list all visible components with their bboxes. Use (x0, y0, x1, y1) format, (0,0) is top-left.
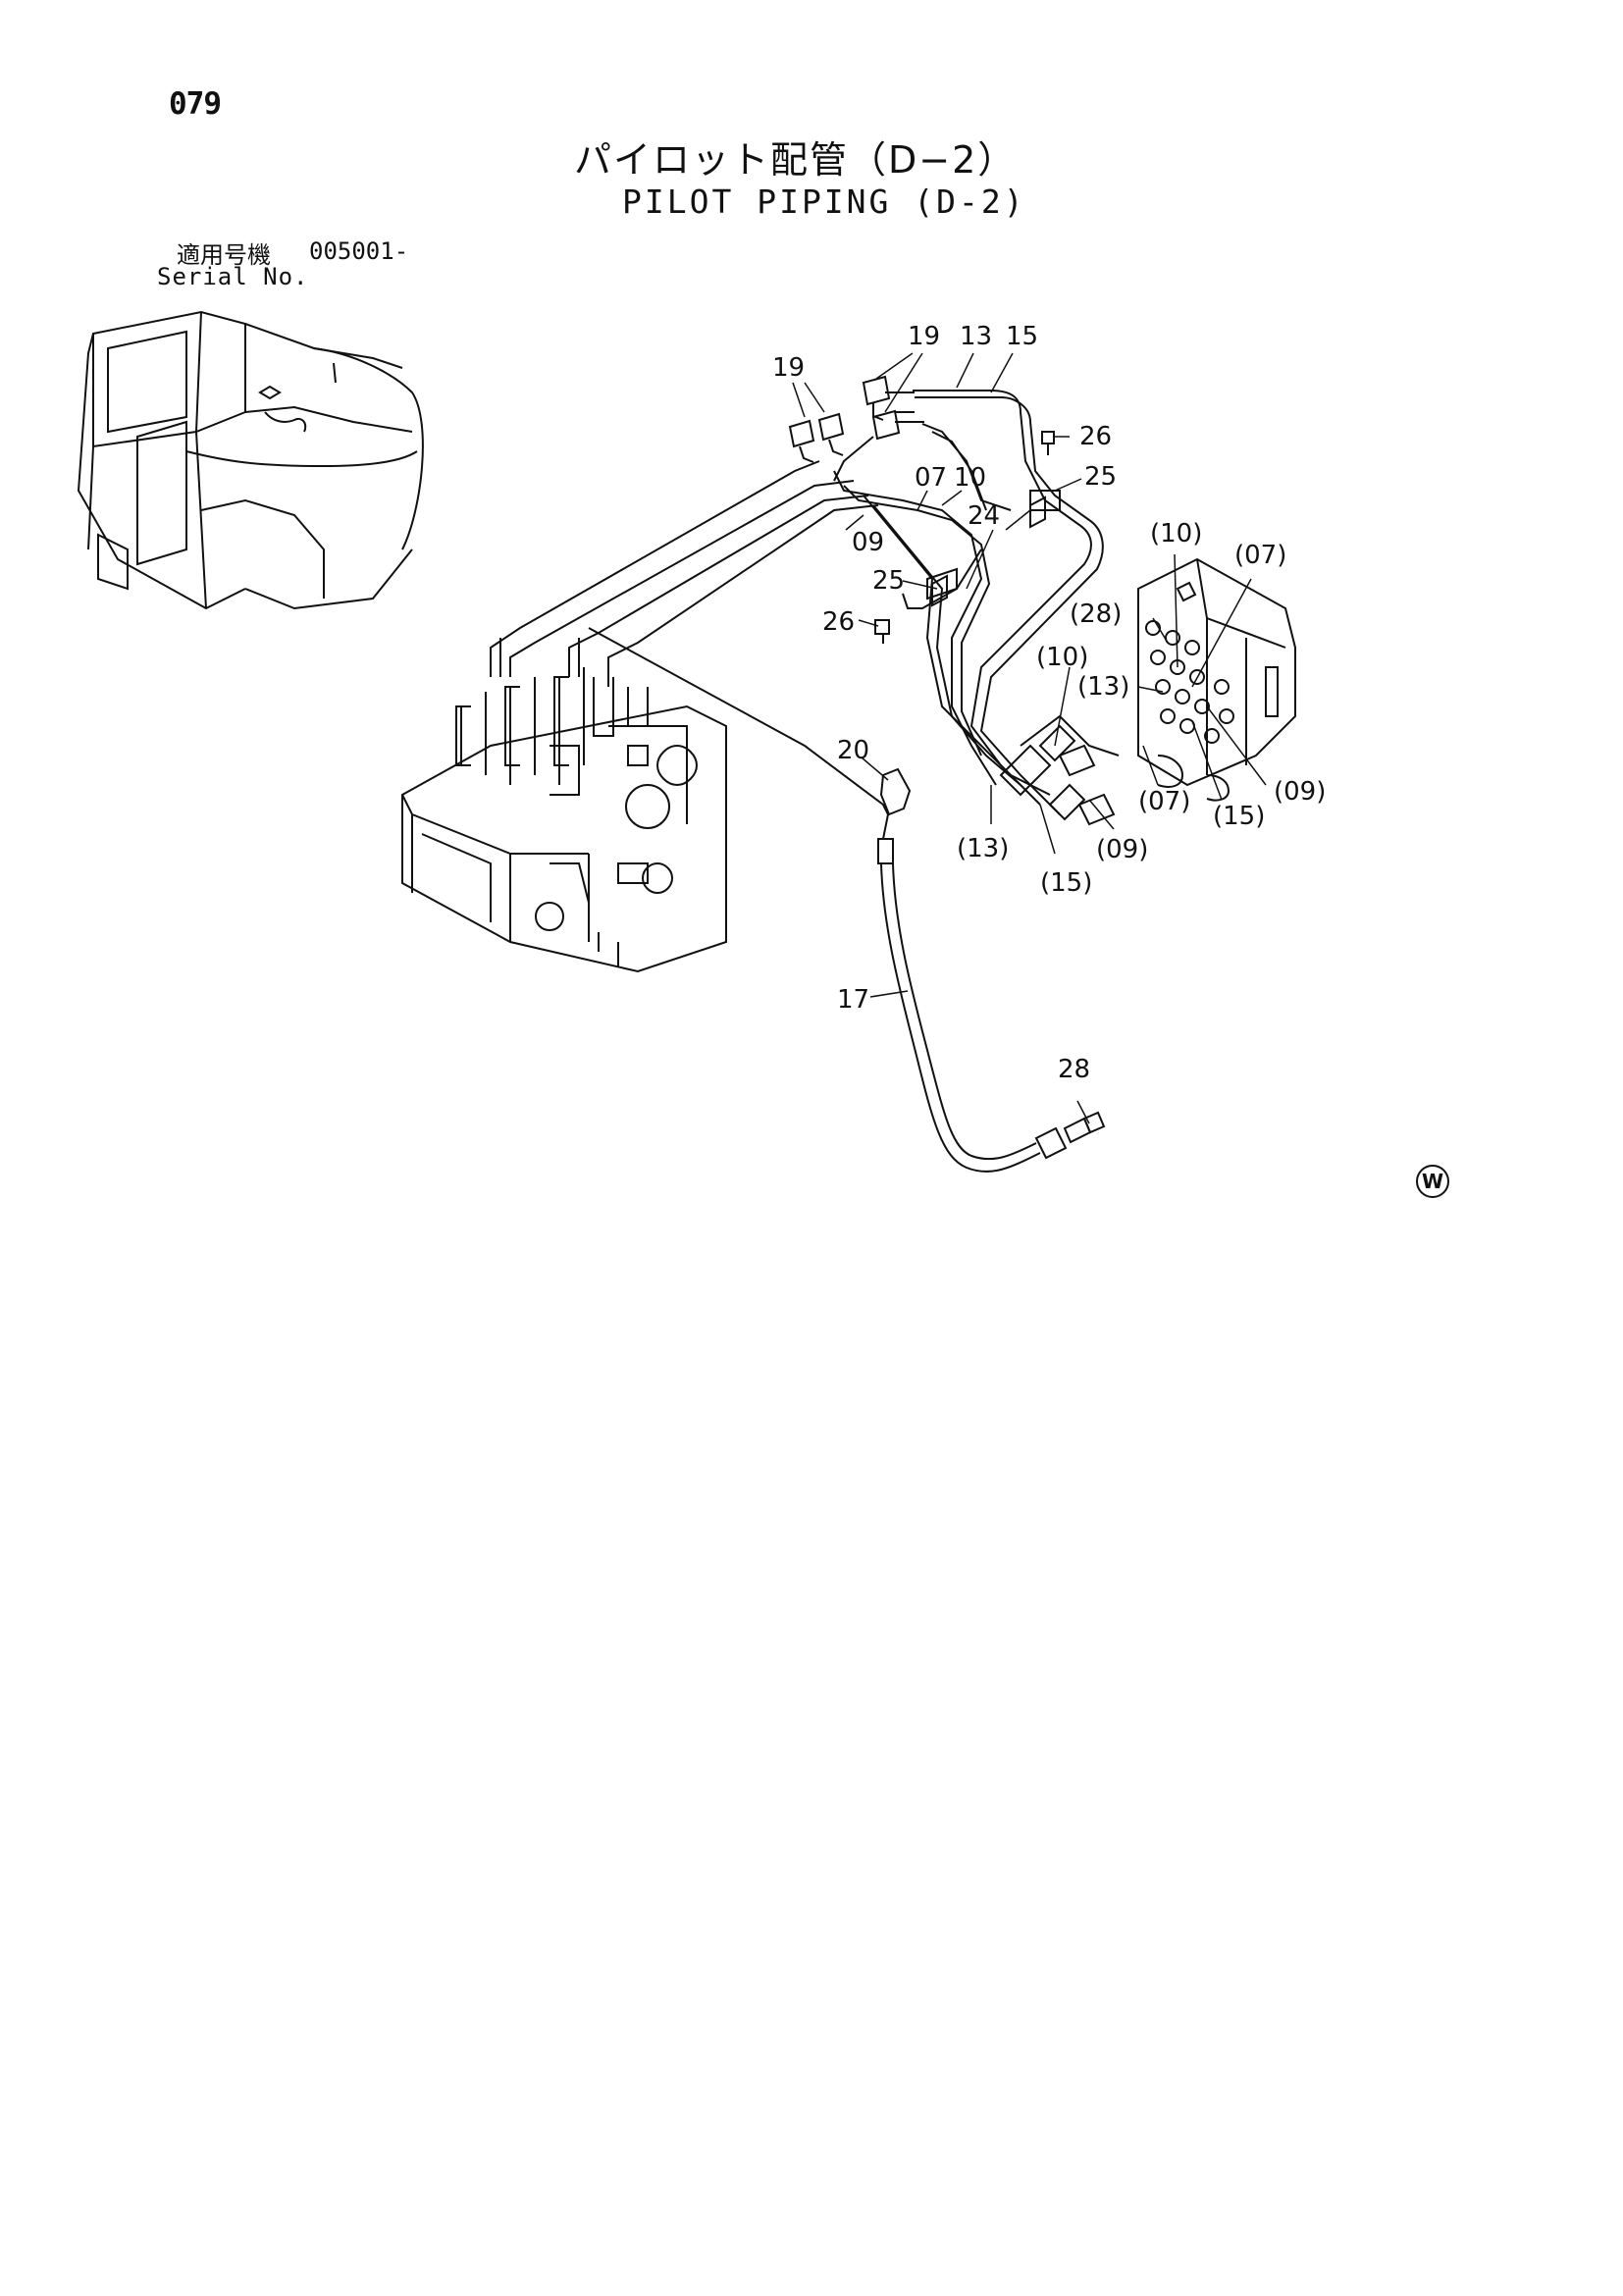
upper-fittings (788, 375, 924, 482)
w-mark-symbol: W (1416, 1165, 1449, 1198)
callout-15-ref-top: (15) (1213, 802, 1265, 831)
callout-28-ref: (28) (1070, 600, 1122, 629)
callout-07-ref-bottom: (07) (1138, 787, 1190, 816)
callout-09: 09 (852, 528, 884, 557)
callout-26-mid: 26 (822, 607, 855, 637)
leader-lines (792, 352, 1267, 1124)
callout-13-ref-bottom: (13) (957, 834, 1009, 863)
callout-13-ref-top: (13) (1077, 672, 1129, 702)
callout-19-left: 19 (772, 353, 805, 383)
callout-07-ref-top: (07) (1234, 541, 1286, 570)
excavator-overview-illustration (77, 310, 424, 610)
callout-labels: 19 19 13 15 26 25 07 10 24 09 25 26 20 1… (772, 322, 1326, 1084)
callout-24: 24 (968, 501, 1000, 531)
callout-13: 13 (960, 322, 992, 351)
callout-15-ref-bottom: (15) (1040, 868, 1092, 898)
page-title-en: PILOT PIPING (D-2) (622, 183, 1026, 221)
callout-17: 17 (837, 985, 869, 1015)
pilot-hose-17 (877, 767, 1106, 1174)
serial-value: 005001- (309, 237, 409, 265)
upper-pipe-routes (833, 390, 1120, 826)
callout-25-mid: 25 (872, 566, 905, 596)
callout-10: 10 (954, 463, 986, 493)
callout-20: 20 (837, 736, 869, 765)
control-valve-block (401, 667, 727, 973)
callout-07: 07 (915, 463, 947, 493)
callout-09-ref-top: (09) (1274, 777, 1326, 807)
callout-15: 15 (1006, 322, 1038, 351)
clamps (874, 431, 1061, 644)
callout-10-ref-mid: (10) (1036, 643, 1088, 672)
callout-09-ref-bottom: (09) (1096, 835, 1148, 864)
callout-28: 28 (1058, 1055, 1090, 1084)
serial-label-en: Serial No. (157, 263, 309, 290)
pilot-lines-main (490, 460, 889, 815)
page-number: 079 (169, 86, 222, 122)
callout-26-top: 26 (1079, 422, 1112, 451)
callout-10-ref-top: (10) (1150, 519, 1202, 548)
callout-19-right: 19 (908, 322, 940, 351)
page-title-jp: パイロット配管（D−2） (574, 138, 1018, 182)
callout-25-top: 25 (1084, 462, 1117, 492)
serial-label-jp: 適用号機 (177, 241, 271, 269)
pilot-valve-block (1137, 557, 1296, 802)
